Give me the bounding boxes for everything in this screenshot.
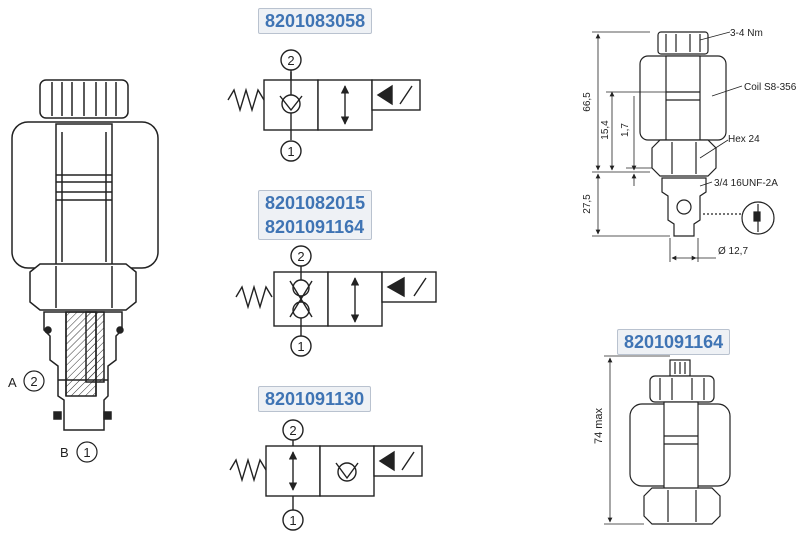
coil-label: Coil S8-356 xyxy=(744,82,797,93)
hex-label: Hex 24 xyxy=(728,134,760,145)
spring-icon xyxy=(235,284,273,310)
variant-product-code: 8201091164 xyxy=(617,329,731,355)
variant-valve-view xyxy=(604,355,731,525)
check-ball-icon xyxy=(292,279,310,297)
check-ball-icon xyxy=(292,301,310,319)
port-a-label: A 2 xyxy=(8,370,45,392)
height-15-4-label: 15,4 xyxy=(600,120,611,140)
dimensioned-valve-view xyxy=(592,31,775,262)
variant-height-label: 74 max xyxy=(593,407,605,444)
diameter-label: Ø 12,7 xyxy=(718,246,748,257)
product-code-group-2: 8201082015 8201091164 xyxy=(258,190,373,240)
symbol-1-bottom-port: 1 xyxy=(287,144,294,159)
solenoid-icon xyxy=(386,276,405,298)
symbol-3-top-port: 2 xyxy=(289,423,296,438)
product-code-8201091164: 8201091164 xyxy=(265,217,365,237)
hydraulic-symbol-2 xyxy=(235,245,437,357)
height-66-5-label: 66,5 xyxy=(582,92,593,112)
spring-icon xyxy=(227,87,265,113)
port-b-letter: B xyxy=(60,445,69,460)
solenoid-icon xyxy=(378,450,395,472)
thread-label: 3/4 16UNF-2A xyxy=(714,178,778,189)
product-code-8201091130: 8201091130 xyxy=(258,386,372,412)
symbol-2-bottom-port: 1 xyxy=(297,339,304,354)
check-ball-icon xyxy=(281,94,301,114)
hydraulic-symbol-3 xyxy=(229,419,423,531)
height-1-7-label: 1,7 xyxy=(620,123,631,137)
height-27-5-label: 27,5 xyxy=(582,194,593,214)
torque-label: 3-4 Nm xyxy=(730,28,763,39)
spring-icon xyxy=(229,457,267,483)
port-a-letter: A xyxy=(8,375,17,390)
product-code-8201082015: 8201082015 xyxy=(265,193,366,213)
valve-section-view xyxy=(11,79,159,431)
port-a-number: 2 xyxy=(30,374,37,389)
product-code-8201083058: 8201083058 xyxy=(258,8,373,34)
symbol-2-top-port: 2 xyxy=(297,249,304,264)
port-b-label: B 1 xyxy=(60,441,98,463)
symbol-3-bottom-port: 1 xyxy=(289,513,296,528)
hydraulic-symbol-1 xyxy=(227,49,421,162)
port-b-number: 1 xyxy=(83,445,90,460)
check-ball-icon xyxy=(337,462,357,482)
solenoid-icon xyxy=(376,84,393,106)
symbol-1-top-port: 2 xyxy=(287,53,294,68)
